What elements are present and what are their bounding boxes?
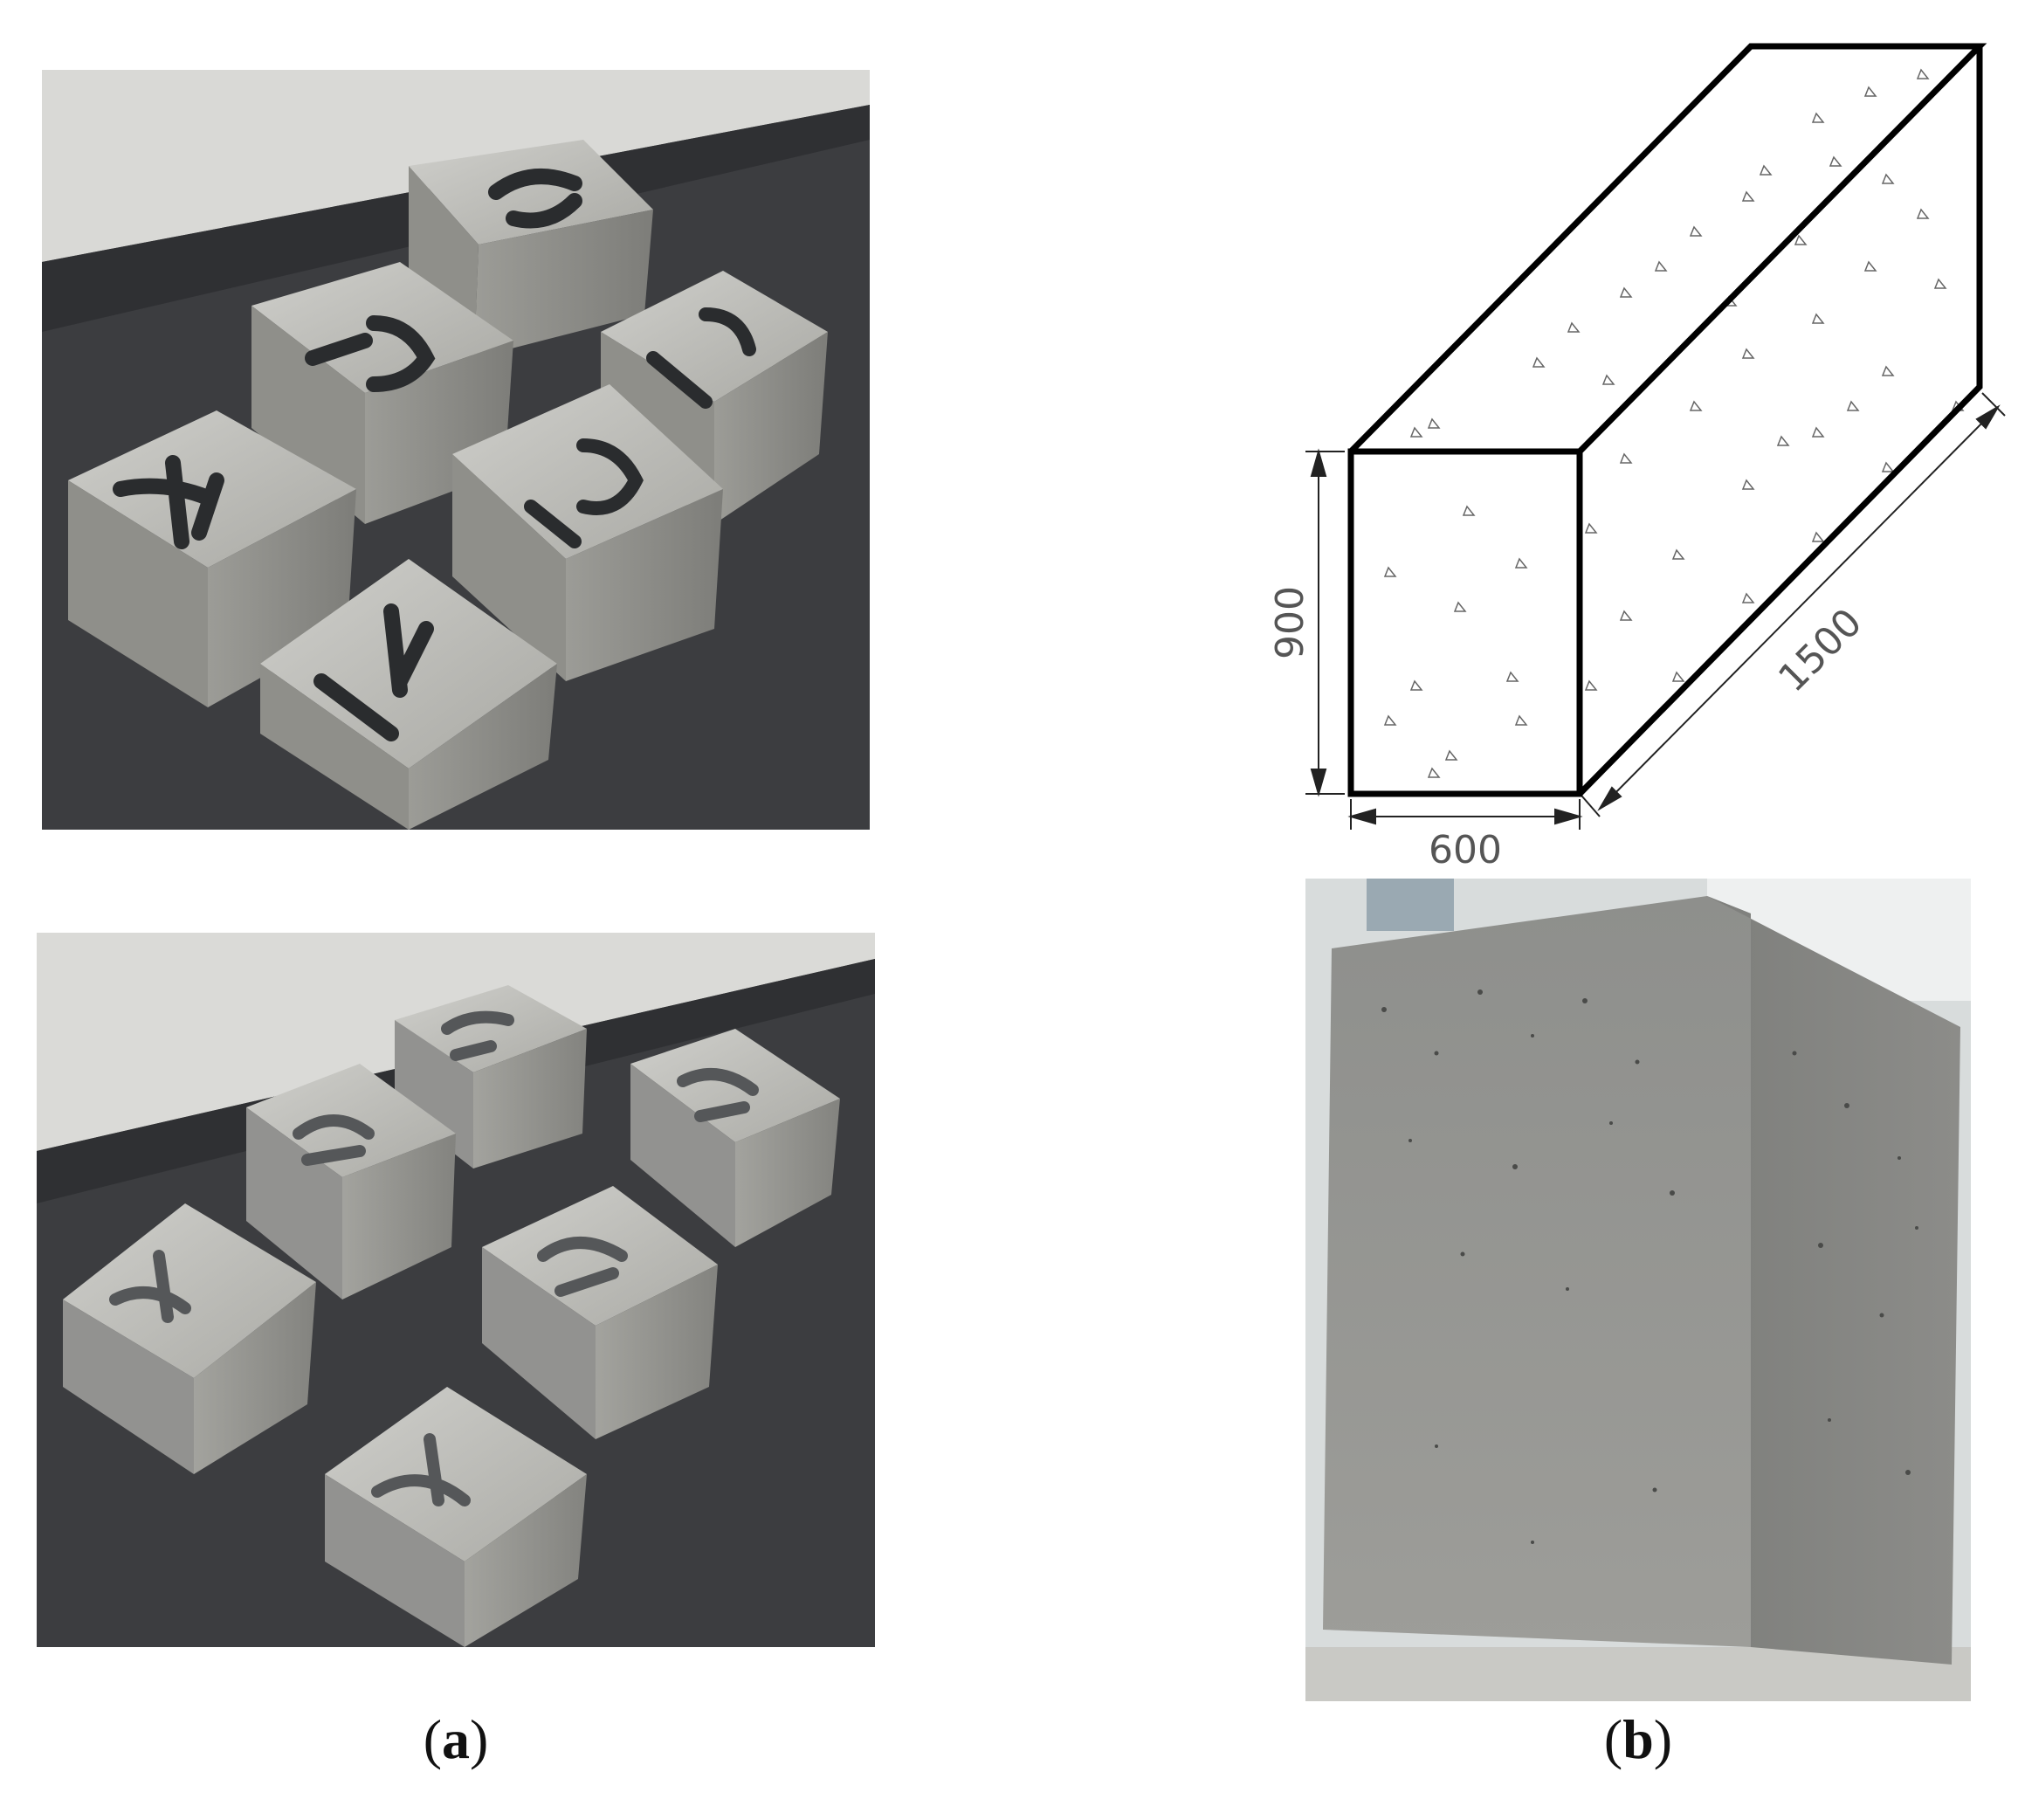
isometric-block-drawing: 900 600 1500	[1257, 35, 2008, 873]
dimension-lines	[1305, 392, 2006, 830]
concrete-hatching	[1383, 68, 1965, 778]
cube-2-2-left	[246, 1064, 456, 1300]
dimension-length-label: 1500	[1770, 600, 1870, 700]
cube-1-2-left	[251, 262, 513, 524]
block-outline	[1347, 43, 1987, 797]
surface-pores	[1381, 989, 1918, 1544]
cube-1-2-center	[452, 384, 723, 681]
cube-2-1-front	[325, 1387, 587, 1647]
cube-2-3-back	[395, 985, 587, 1169]
caption-a: (a)	[423, 1708, 489, 1770]
cube-2-2-center	[482, 1186, 718, 1439]
caption-b: (b)	[1603, 1708, 1673, 1770]
caption-a-letter: a	[442, 1708, 470, 1770]
photo-cubes-group-2	[37, 933, 875, 1647]
photo-cubes-group-1	[42, 70, 870, 830]
caption-b-letter: b	[1622, 1708, 1654, 1770]
cube-2-3-right	[630, 1029, 840, 1247]
cube-1-3-back	[409, 140, 653, 358]
dimension-width-label: 600	[1429, 828, 1502, 872]
cube-2-1-left	[63, 1203, 316, 1474]
cube-1-1-front	[260, 559, 557, 830]
photo-large-concrete-block	[1305, 879, 1971, 1701]
cube-1-1-left	[68, 410, 356, 707]
dimension-height-label: 900	[1268, 586, 1312, 659]
